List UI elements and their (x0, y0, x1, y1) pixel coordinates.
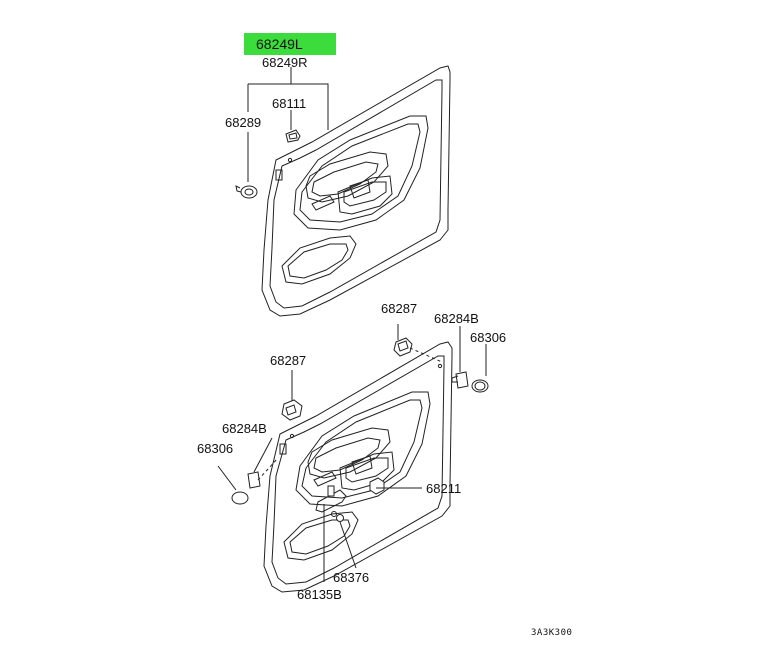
lower-leader-lines (324, 504, 356, 582)
lower-door-trim-panel (264, 342, 452, 592)
label-68211[interactable]: 68211 (426, 481, 462, 496)
label-68287-top[interactable]: 68287 (381, 301, 418, 316)
clip-68111-part (286, 130, 300, 142)
label-68376[interactable]: 68376 (333, 570, 370, 585)
label-68289[interactable]: 68289 (225, 115, 262, 130)
label-68306-right[interactable]: 68306 (470, 330, 507, 345)
part-highlight (244, 33, 336, 55)
upper-door-trim-panel (262, 66, 450, 316)
label-68306-left[interactable]: 68306 (197, 441, 234, 456)
label-68284B-left[interactable]: 68284B (222, 421, 267, 436)
label-68249L[interactable]: 68249L (256, 36, 303, 52)
bolt-68284B-right (452, 326, 468, 388)
label-68249R[interactable]: 68249R (262, 55, 308, 70)
part-68211 (370, 478, 422, 494)
diagram-code: 3A3K300 (531, 628, 573, 638)
upper-leader-lines (248, 67, 328, 182)
bolt-68284B-left (248, 438, 278, 488)
label-68111[interactable]: 68111 (272, 96, 307, 111)
cap-68306-left (218, 466, 248, 504)
cap-68306-right (472, 344, 488, 392)
label-68135B[interactable]: 68135B (297, 587, 342, 602)
clip-68287-top (394, 324, 442, 362)
label-68287-mid[interactable]: 68287 (270, 353, 307, 368)
label-68284B-right[interactable]: 68284B (434, 311, 479, 326)
fastener-68289-part (236, 186, 257, 198)
clip-68287-mid (282, 370, 302, 420)
